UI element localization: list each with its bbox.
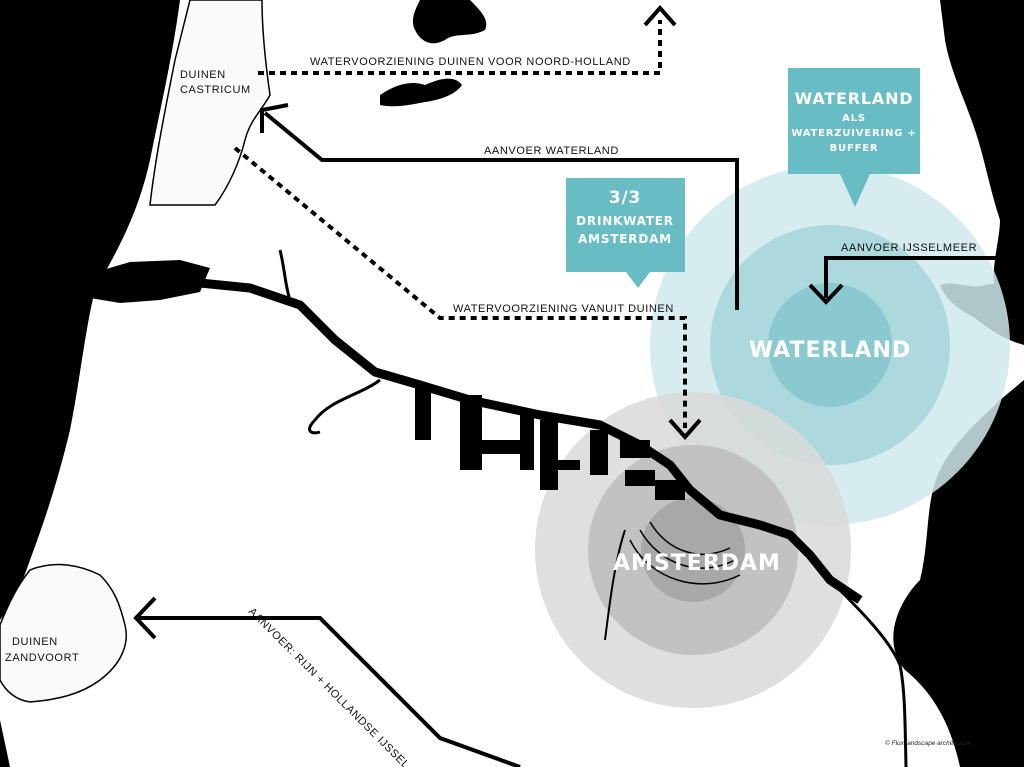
label-noord-holland: WATERVOORZIENING DUINEN VOOR NOORD-HOLLA…: [310, 56, 631, 68]
duinen-zandvoort-area: [0, 563, 127, 703]
callout-waterland-line4: BUFFER: [830, 143, 879, 154]
amsterdam-canals: [629, 521, 741, 585]
markermeer: [893, 380, 1024, 767]
callout-drinkwater-line2: DRINKWATER: [576, 214, 674, 228]
flow-aanvoer-ijsselmeer-line: [824, 256, 1024, 298]
north-sea-south: [0, 690, 10, 767]
amstel-river: [828, 578, 908, 767]
flow-rijn-arrow: [133, 596, 157, 640]
side-channel-amsterdam: [604, 529, 626, 641]
callout-waterland-line2: ALS: [842, 113, 866, 124]
ijsselmeer: [940, 0, 1024, 330]
side-channel-west: [308, 378, 381, 435]
flow-aanvoer-ijsselmeer-arrow: [808, 283, 844, 305]
callout-waterland: WATERLAND ALS WATERZUIVERING + BUFFER: [788, 68, 920, 207]
callout-drinkwater-line3: AMSTERDAM: [578, 232, 672, 246]
callout-waterland-line1: WATERLAND: [795, 89, 914, 108]
callout-drinkwater-line1: 3/3: [609, 188, 641, 208]
waterland-influence-zone: [650, 165, 1010, 525]
label-duinen-castricum-2: CASTRICUM: [180, 84, 251, 96]
amsterdam-influence-zone: [535, 392, 851, 708]
label-aanvoer-ijsselmeer: AANVOER IJSSELMEER: [841, 242, 977, 254]
duinen-castricum-area: [149, 0, 271, 206]
flow-noord-holland-arrow: [643, 4, 677, 27]
lake-north: [412, 0, 487, 44]
label-vanuit-duinen: WATERVOORZIENING VANUIT DUINEN: [453, 303, 674, 315]
harbour-docks: [415, 385, 685, 500]
noordzeekanaal: [91, 275, 863, 604]
flow-vanuit-duinen-arrow: [668, 418, 702, 441]
north-sea: [0, 0, 180, 620]
label-aanvoer-waterland: AANVOER WATERLAND: [484, 145, 619, 157]
flow-rijn-line: [138, 616, 521, 767]
label-duinen-castricum-1: DUINEN: [180, 69, 226, 81]
flow-noord-holland-line: [258, 20, 662, 75]
label-waterland: WATERLAND: [749, 338, 911, 363]
label-amsterdam: AMSTERDAM: [613, 551, 781, 576]
lake-north-2: [380, 78, 462, 107]
callout-waterland-line3: WATERZUIVERING +: [791, 128, 916, 139]
flow-aanvoer-waterland-line: [263, 111, 739, 310]
label-duinen-zandvoort-2: ZANDVOORT: [5, 652, 79, 664]
side-channel-north: [278, 249, 292, 301]
callout-drinkwater: 3/3 DRINKWATER AMSTERDAM: [566, 178, 685, 288]
flow-aanvoer-waterland-arrow: [260, 103, 289, 133]
flow-vanuit-duinen-line: [233, 146, 687, 428]
label-duinen-zandvoort-1: DUINEN: [12, 636, 58, 648]
credit: © Flux landscape architecture: [885, 739, 971, 747]
canal-west-mouth: [75, 260, 210, 303]
